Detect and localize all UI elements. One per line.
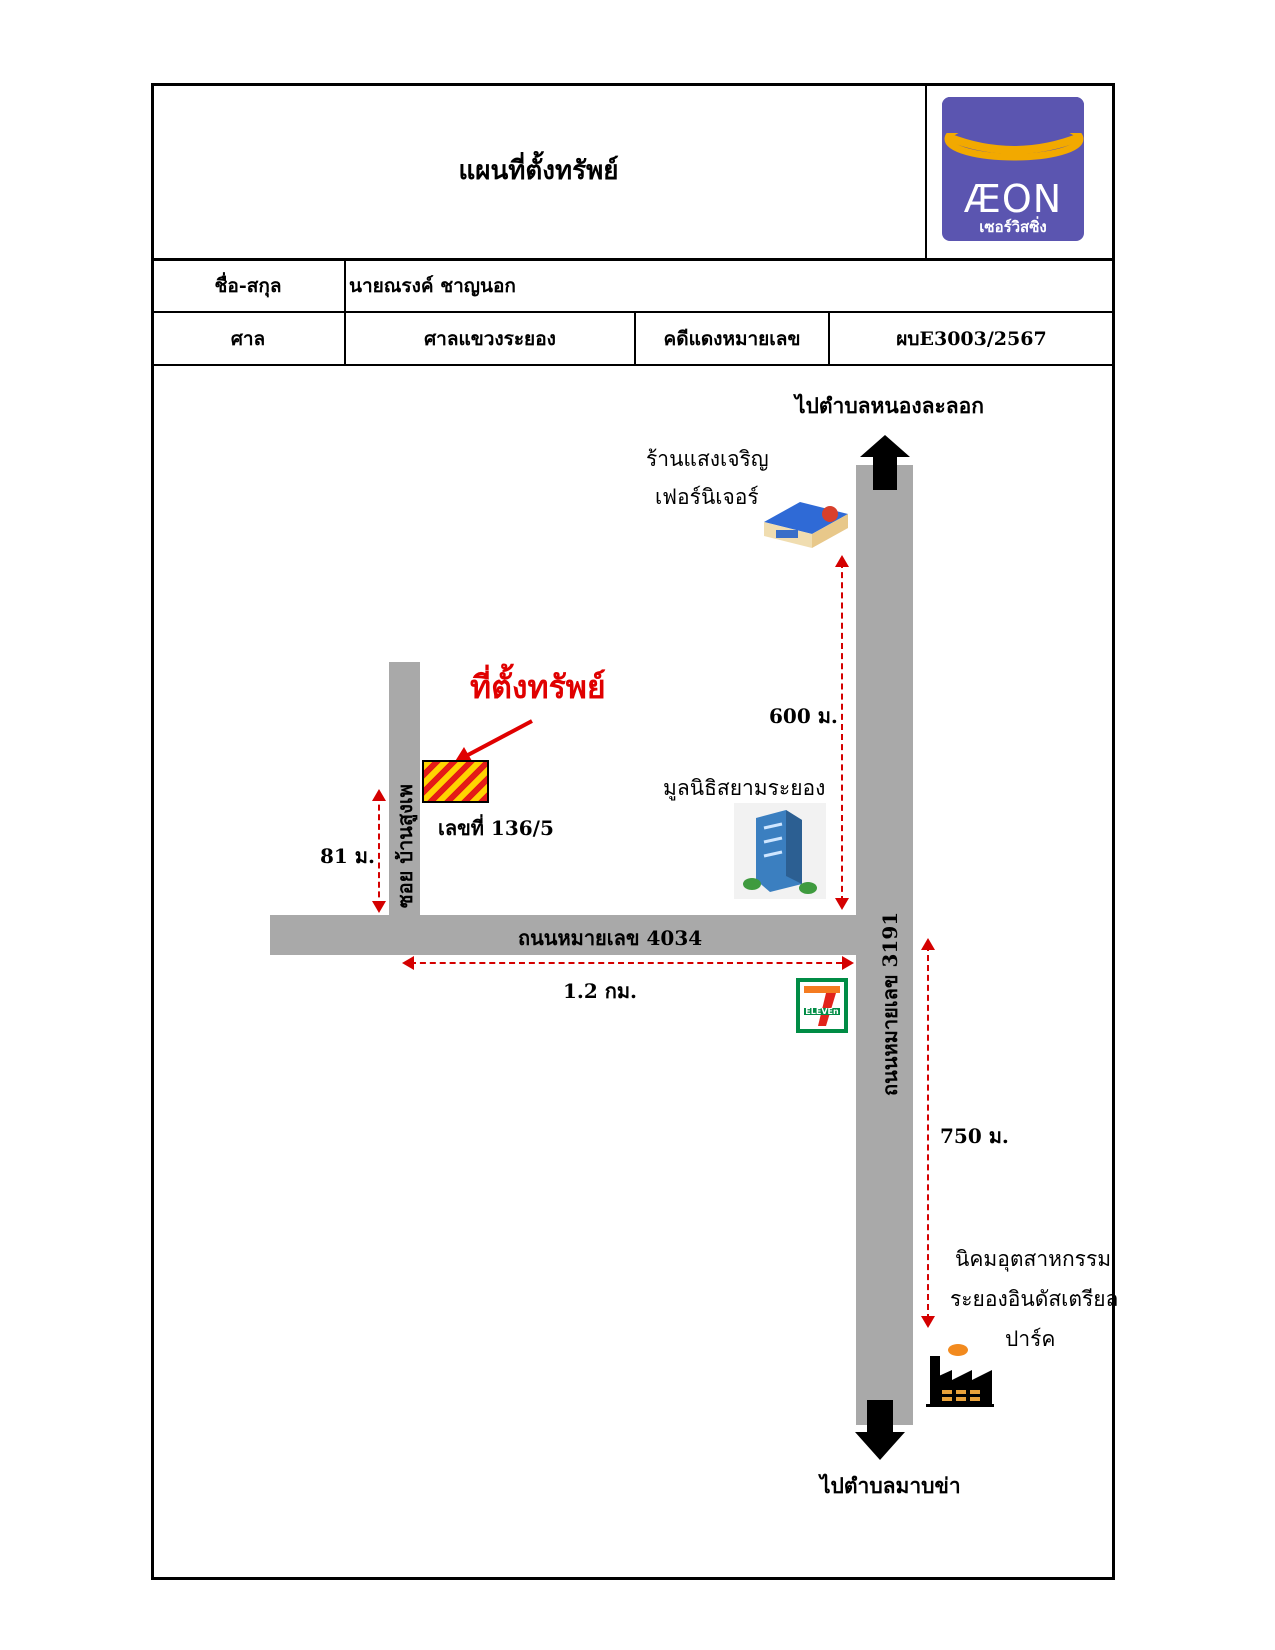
distance-road: 1.2 กม. bbox=[563, 979, 638, 1003]
table-col-1 bbox=[344, 260, 346, 365]
distance-line-industrial bbox=[927, 945, 929, 1320]
seven-eleven-label: ELEVEn bbox=[805, 1007, 839, 1016]
table-line-2 bbox=[152, 311, 1113, 313]
direction-north: ไปตำบลหนองละลอก bbox=[795, 393, 984, 418]
landmark-industrial-line2: ระยองอินดัสเตรียล bbox=[950, 1287, 1119, 1311]
store-building-icon bbox=[764, 502, 848, 548]
name-value: นายณรงค์ ชาญนอก bbox=[349, 275, 516, 297]
table-col-3 bbox=[828, 312, 830, 365]
landmark-shop-line1: ร้านแสงเจริญ bbox=[646, 447, 769, 471]
page-frame bbox=[151, 83, 1115, 1580]
distance-line-road bbox=[410, 962, 842, 964]
road-soi bbox=[389, 662, 420, 917]
aeon-logo: ÆON เซอร์วิสซิ่ง bbox=[942, 97, 1084, 241]
table-col-2 bbox=[634, 312, 636, 365]
page-title: แผนที่ตั้งทรัพย์ bbox=[458, 156, 619, 186]
table-line-1 bbox=[152, 258, 1113, 261]
arrow-down-icon bbox=[855, 1400, 905, 1460]
distance-arrowheads-industrial-icon bbox=[921, 938, 935, 1328]
asset-pointer-arrow-icon bbox=[454, 719, 533, 763]
road-3191-label: ถนนหมายเลข 3191 bbox=[878, 911, 902, 1096]
landmark-shop-line2: เฟอร์นิเจอร์ bbox=[655, 485, 759, 509]
logo-subtitle: เซอร์วิสซิ่ง bbox=[979, 218, 1047, 236]
distance-industrial: 750 ม. bbox=[940, 1124, 1009, 1148]
table-line-3 bbox=[152, 364, 1113, 366]
distance-line-soi bbox=[378, 795, 380, 907]
case-label: คดีแดงหมายเลข bbox=[663, 327, 801, 350]
logo-ring-icon bbox=[942, 97, 1084, 161]
road-4034-label: ถนนหมายเลข 4034 bbox=[518, 926, 703, 950]
court-value: ศาลแขวงระยอง bbox=[424, 327, 556, 350]
arrow-up-icon bbox=[860, 435, 910, 490]
seven-eleven-icon: ELEVEn bbox=[796, 978, 848, 1033]
case-value: ผบE3003/2567 bbox=[896, 327, 1047, 350]
distance-line-shop bbox=[841, 562, 843, 902]
header-divider bbox=[925, 84, 927, 260]
asset-number: เลขที่ 136/5 bbox=[438, 816, 554, 840]
landmark-industrial-line3: ปาร์ค bbox=[1005, 1327, 1056, 1351]
road-3191 bbox=[856, 465, 913, 1425]
name-label: ชื่อ-สกุล bbox=[214, 275, 282, 297]
distance-shop: 600 ม. bbox=[769, 704, 838, 728]
distance-arrowheads-road-icon bbox=[402, 956, 854, 970]
direction-south: ไปตำบลมาบข่า bbox=[820, 1473, 961, 1498]
distance-arrowheads-soi-icon bbox=[372, 789, 386, 913]
logo-name: ÆON bbox=[963, 177, 1063, 221]
road-soi-label: ซอย บ้านสูงเพ bbox=[393, 784, 417, 908]
asset-plot bbox=[422, 760, 489, 803]
distance-arrowheads-shop-icon bbox=[835, 555, 849, 910]
road-4034 bbox=[270, 915, 860, 955]
distance-soi: 81 ม. bbox=[320, 844, 375, 868]
landmark-industrial-line1: นิคมอุตสาหกรรม bbox=[955, 1247, 1112, 1271]
landmark-foundation: มูลนิธิสยามระยอง bbox=[663, 776, 826, 800]
court-label: ศาล bbox=[230, 327, 266, 350]
office-building-icon bbox=[743, 810, 817, 894]
asset-title: ที่ตั้งทรัพย์ bbox=[470, 668, 606, 706]
factory-icon bbox=[926, 1344, 994, 1407]
